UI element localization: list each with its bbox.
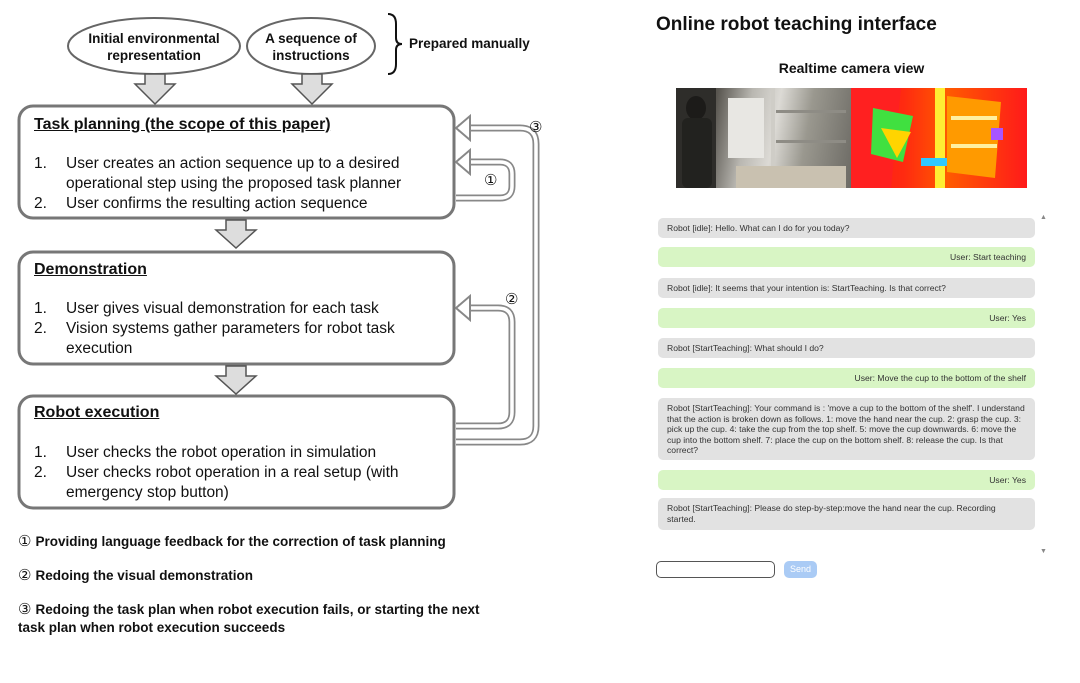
- block-arrow-2-3: [214, 365, 258, 396]
- box-title-demonstration: Demonstration: [34, 261, 147, 278]
- list-item: 2.User confirms the resulting action seq…: [34, 195, 368, 212]
- box-robot-execution: [17, 394, 456, 510]
- input-environment-text: Initial environmental representation: [88, 31, 220, 63]
- list-item: 1.User gives visual demonstration for ea…: [34, 300, 379, 317]
- chat-message-robot: Robot [StartTeaching]: Your command is :…: [658, 398, 1035, 460]
- camera-rgb-scene: [676, 88, 846, 188]
- brace: [387, 13, 403, 75]
- box-list-task-planning: 1.User creates an action sequence up to …: [20, 154, 445, 214]
- chat-message-robot: Robot [StartTeaching]: What should I do?: [658, 338, 1035, 358]
- scroll-down-arrow-icon[interactable]: ▼: [1040, 548, 1047, 555]
- chat-log[interactable]: Robot [idle]: Hello. What can I do for y…: [652, 214, 1047, 556]
- flow-diagram: [17, 13, 540, 510]
- block-arrow-1-2: [214, 219, 258, 250]
- chat-message-robot: Robot [idle]: It seems that your intenti…: [658, 278, 1035, 298]
- box-title-task-planning: Task planning (the scope of this paper): [34, 116, 331, 133]
- send-button[interactable]: Send: [784, 561, 817, 578]
- list-item: 2.User checks robot operation in a real …: [34, 464, 399, 501]
- app-title: Online robot teaching interface: [656, 14, 937, 35]
- loop-arrow-3-head: [454, 113, 471, 143]
- list-item: 1.User creates an action sequence up to …: [34, 155, 402, 192]
- loop-arrow-2: [456, 306, 514, 428]
- loop-label-1: ①: [484, 172, 498, 189]
- input-instructions-text: A sequence of instructions: [265, 31, 357, 63]
- chat-message-user: User: Move the cup to the bottom of the …: [658, 368, 1035, 388]
- chat-message-user: User: Yes: [658, 308, 1035, 328]
- loop-label-2: ②: [505, 291, 519, 308]
- box-list-demonstration: 1.User gives visual demonstration for ea…: [20, 299, 430, 359]
- camera-title: Realtime camera view: [778, 60, 925, 76]
- chat-input[interactable]: [656, 561, 775, 578]
- block-arrow-oval1: [133, 73, 177, 106]
- chat-message-robot: Robot [idle]: Hello. What can I do for y…: [658, 218, 1035, 238]
- loop-arrow-3: [456, 126, 538, 444]
- scroll-up-arrow-icon[interactable]: ▲: [1040, 214, 1047, 221]
- block-arrow-oval2: [290, 73, 334, 106]
- box-title-robot-execution: Robot execution: [34, 404, 160, 421]
- camera-image-rgb: [676, 88, 851, 188]
- chat-message-user: User: Start teaching: [658, 247, 1035, 267]
- chat-message-robot: Robot [StartTeaching]: Please do step-by…: [658, 498, 1035, 530]
- box-demonstration: [17, 250, 456, 366]
- camera-image-segmentation: [851, 88, 1027, 188]
- list-item: 2.Vision systems gather parameters for r…: [34, 320, 395, 357]
- box-task-planning: [17, 104, 456, 220]
- list-item: 1.User checks the robot operation in sim…: [34, 444, 377, 461]
- chat-message-user: User: Yes: [658, 470, 1035, 490]
- brace-label: Prepared manually: [409, 36, 530, 51]
- camera-segmentation-scene: [851, 88, 1003, 188]
- loop-arrow-1-head: [454, 147, 471, 177]
- loop-label-3: ③: [529, 119, 543, 136]
- box-list-robot-execution: 1.User checks the robot operation in sim…: [20, 443, 430, 503]
- loop-arrow-2-head: [454, 293, 471, 323]
